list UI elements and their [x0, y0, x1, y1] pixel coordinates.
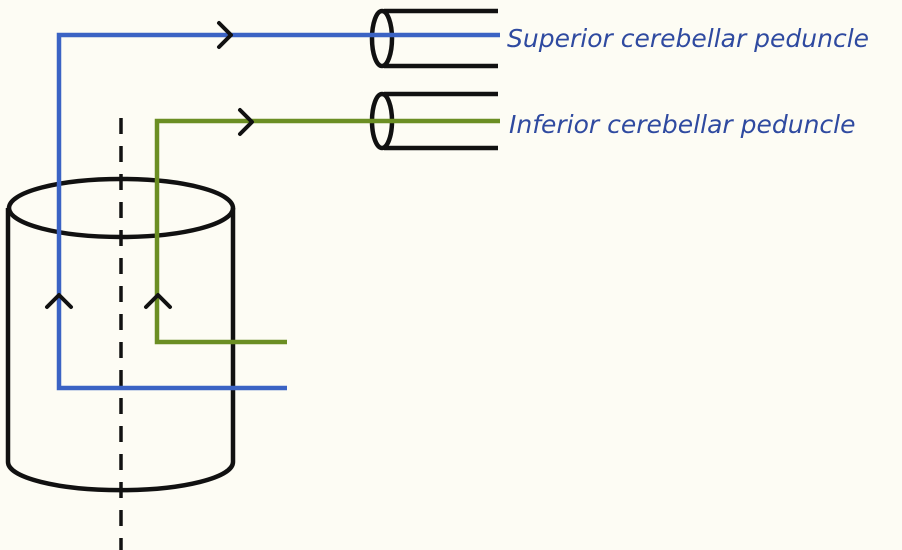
- green-up-arrowhead-icon: [144, 293, 172, 309]
- superior-cerebellar-peduncle-label: Superior cerebellar peduncle: [507, 24, 870, 53]
- superior-tube-opening: [369, 8, 395, 69]
- green-right-arrowhead-icon: [238, 108, 254, 136]
- inferior-cerebellar-peduncle-label: Inferior cerebellar peduncle: [509, 110, 856, 139]
- blue-right-arrowhead-icon: [217, 21, 233, 49]
- blue-pathway: [56, 32, 500, 391]
- green-pathway: [154, 118, 500, 345]
- spinal-cord-cylinder: [5, 176, 236, 493]
- blue-up-arrowhead-icon: [45, 293, 73, 309]
- superior-peduncle-tube: [369, 8, 498, 69]
- direction-arrows: [45, 21, 254, 309]
